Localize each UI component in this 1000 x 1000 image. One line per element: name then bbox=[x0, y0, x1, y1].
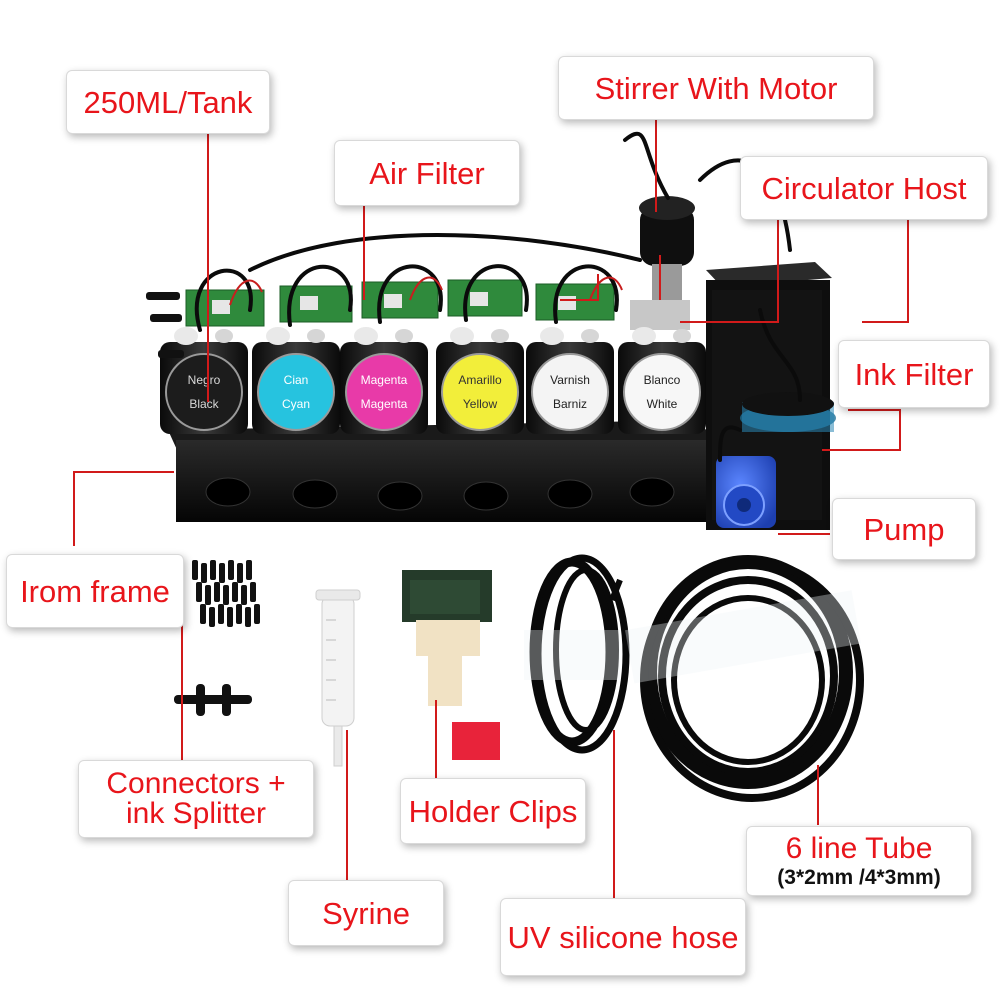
ink-filter bbox=[740, 392, 836, 432]
tank-label-bottom: Black bbox=[189, 397, 219, 411]
tank-color-label bbox=[257, 353, 335, 431]
label-air-filter-text: Air Filter bbox=[369, 155, 485, 191]
tank-color-label bbox=[165, 353, 243, 431]
tank-cap bbox=[266, 327, 290, 345]
label-connectors-line1: Connectors + bbox=[106, 767, 286, 800]
connector-fitting bbox=[227, 607, 233, 627]
label-250ml-tank-text: 250ML/Tank bbox=[83, 84, 253, 120]
label-circulator-host: Circulator Host bbox=[740, 156, 988, 220]
connector-fitting bbox=[214, 582, 220, 602]
pump bbox=[716, 456, 776, 528]
connector-fitting bbox=[236, 604, 242, 624]
label-250ml-tank: 250ML/Tank bbox=[66, 70, 270, 134]
tank-cap bbox=[450, 327, 474, 345]
ink-tanks: NegroBlackCianCyanMagentaMagentaAmarillo… bbox=[160, 327, 706, 434]
tank-color-label bbox=[623, 353, 701, 431]
tank-cap bbox=[174, 327, 198, 345]
label-iron-frame: Irom frame bbox=[6, 554, 184, 628]
label-stirrer-with-motor: Stirrer With Motor bbox=[558, 56, 874, 120]
connector-fitting bbox=[245, 607, 251, 627]
label-connectors-line2: ink Splitter bbox=[125, 797, 267, 830]
connector-fitting bbox=[232, 582, 238, 602]
connector-fitting bbox=[241, 585, 247, 605]
label-syringe-text: Syrine bbox=[322, 895, 410, 931]
circuit-boards bbox=[185, 279, 615, 327]
label-pump-text: Pump bbox=[863, 511, 945, 547]
tank-cap bbox=[395, 329, 413, 343]
tank-label-bottom: Barniz bbox=[553, 397, 587, 411]
tank-label-top: Varnish bbox=[550, 373, 590, 387]
label-uv-hose-text: UV silicone hose bbox=[507, 919, 739, 955]
tank-cap bbox=[673, 329, 691, 343]
connector-fitting bbox=[237, 563, 243, 583]
stirrer-motor bbox=[630, 196, 695, 330]
connector-fitting bbox=[250, 582, 256, 602]
tank-cap bbox=[354, 327, 378, 345]
label-6-line-tube: 6 line Tube (3*2mm /4*3mm) bbox=[746, 826, 972, 896]
connector-fitting bbox=[219, 563, 225, 583]
tank-cap bbox=[215, 329, 233, 343]
tank-cap bbox=[491, 329, 509, 343]
side-fittings bbox=[146, 292, 184, 358]
label-iron-frame-text: Irom frame bbox=[20, 573, 170, 609]
connector-fitting bbox=[201, 563, 207, 583]
tank-label-bottom: Cyan bbox=[282, 397, 310, 411]
connectors-cluster bbox=[174, 560, 260, 716]
connector-fitting bbox=[210, 560, 216, 580]
label-holder-clips-text: Holder Clips bbox=[408, 793, 578, 829]
label-tube-size: (3*2mm /4*3mm) bbox=[777, 866, 941, 889]
holder-clips bbox=[402, 570, 500, 760]
connector-fitting bbox=[223, 585, 229, 605]
label-uv-silicone-hose: UV silicone hose bbox=[500, 898, 746, 976]
tank-color-label bbox=[531, 353, 609, 431]
tank-color-label bbox=[345, 353, 423, 431]
connector-fitting bbox=[254, 604, 260, 624]
tank-label-top: Magenta bbox=[361, 373, 408, 387]
connector-fitting bbox=[218, 604, 224, 624]
iron-frame bbox=[168, 420, 728, 522]
connector-fitting bbox=[205, 585, 211, 605]
tank-label-bottom: Magenta bbox=[361, 397, 408, 411]
label-air-filter: Air Filter bbox=[334, 140, 520, 206]
tank-label-top: Cian bbox=[284, 373, 309, 387]
connector-fitting bbox=[228, 560, 234, 580]
tank-cap bbox=[581, 329, 599, 343]
leader-lines bbox=[73, 117, 909, 898]
tank-label-top: Blanco bbox=[644, 373, 681, 387]
connector-fitting bbox=[192, 560, 198, 580]
label-syringe: Syrine bbox=[288, 880, 444, 946]
label-holder-clips: Holder Clips bbox=[400, 778, 586, 844]
tank-label-bottom: Yellow bbox=[463, 397, 498, 411]
connector-fitting bbox=[209, 607, 215, 627]
label-ink-filter: Ink Filter bbox=[838, 340, 990, 408]
connector-fitting bbox=[246, 560, 252, 580]
syringe bbox=[315, 589, 361, 767]
connector-fitting bbox=[200, 604, 206, 624]
tank-label-top: Amarillo bbox=[458, 373, 502, 387]
label-pump: Pump bbox=[832, 498, 976, 560]
label-connectors-ink-splitter: Connectors + ink Splitter bbox=[78, 760, 314, 838]
label-ink-filter-text: Ink Filter bbox=[854, 356, 974, 392]
cables bbox=[194, 131, 802, 462]
tank-cap bbox=[540, 327, 564, 345]
tank-label-top: Negro bbox=[188, 373, 221, 387]
tank-cap bbox=[632, 327, 656, 345]
label-stirrer-text: Stirrer With Motor bbox=[594, 70, 838, 106]
tank-label-bottom: White bbox=[647, 397, 678, 411]
uv-silicone-hose bbox=[529, 554, 630, 754]
tank-cap bbox=[307, 329, 325, 343]
six-line-tube-coil bbox=[640, 555, 864, 802]
tank-color-label bbox=[441, 353, 519, 431]
label-circulator-text: Circulator Host bbox=[761, 170, 967, 206]
connector-fitting bbox=[196, 582, 202, 602]
label-tube-title: 6 line Tube bbox=[785, 832, 933, 865]
